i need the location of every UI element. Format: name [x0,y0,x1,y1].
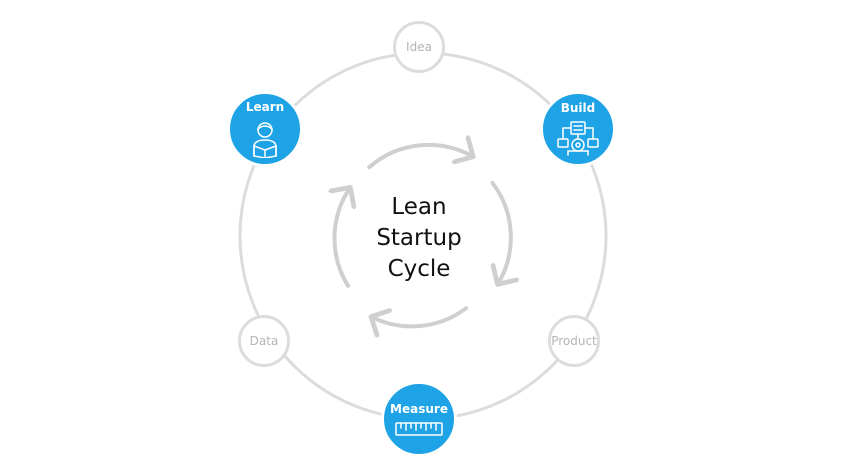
cycle-arrow-top [367,145,473,170]
node-build: Build [540,91,616,167]
node-measure: Measure [381,381,457,457]
node-label: Learn [245,100,285,114]
node-data: Data [238,315,290,367]
build-process-icon [555,121,601,157]
node-label: Product [551,334,597,348]
ruler-icon [395,422,443,436]
reader-book-icon [248,120,282,159]
title-line: Cycle [387,256,451,282]
title-line: Startup [376,225,462,251]
node-label: Data [249,334,279,348]
cycle-arrow-right [490,180,511,285]
node-idea: Idea [393,21,445,73]
node-label: Idea [406,40,432,54]
node-learn: Learn [227,91,303,167]
node-label: Build [560,101,596,115]
node-product: Product [548,315,600,367]
cycle-title: Lean Startup Cycle [339,192,499,285]
cycle-arrow-left [335,187,351,288]
title-line: Lean [391,194,447,220]
node-label: Measure [390,402,448,416]
cycle-arrow-bottom [371,306,469,326]
